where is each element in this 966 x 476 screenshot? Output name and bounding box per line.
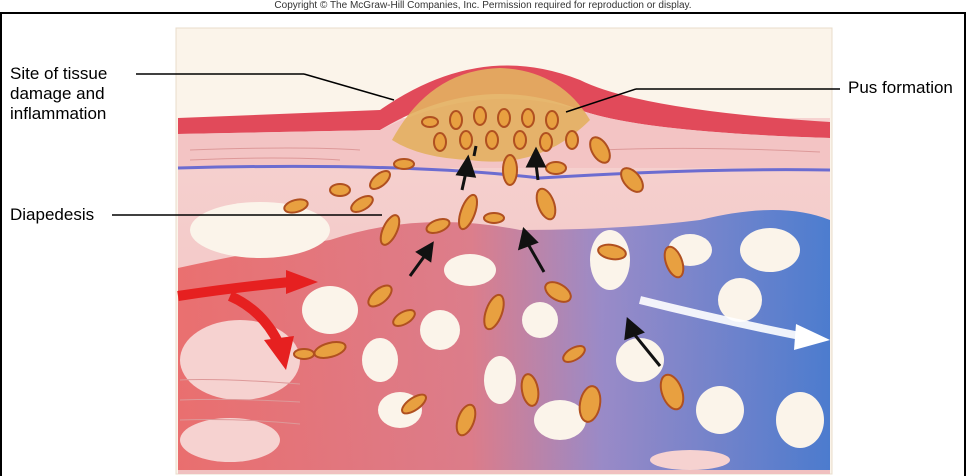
copyright-text: Copyright © The McGraw-Hill Companies, I… <box>270 0 695 11</box>
label-site-line2: damage and <box>10 84 107 104</box>
copyright-notice: Copyright © The McGraw-Hill Companies, I… <box>0 0 966 12</box>
label-pus-formation: Pus formation <box>848 78 953 98</box>
label-diapedesis: Diapedesis <box>10 205 94 225</box>
label-site-line3: inflammation <box>10 104 107 124</box>
label-site-line1: Site of tissue <box>10 64 107 84</box>
label-site-of-tissue-damage: Site of tissue damage and inflammation <box>10 64 107 124</box>
